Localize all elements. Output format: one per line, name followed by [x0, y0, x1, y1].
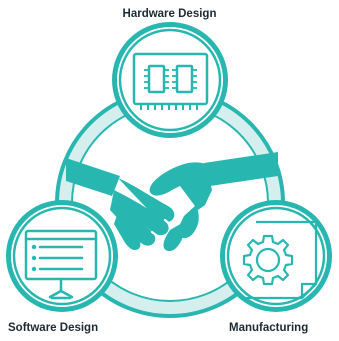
software-design-label: Software Design	[8, 322, 99, 334]
monitor-list-icon	[24, 229, 98, 300]
gear-document-icon	[242, 220, 318, 300]
handshake-icon	[66, 152, 278, 251]
software-node	[6, 200, 118, 312]
manufacturing-label: Manufacturing	[229, 322, 309, 334]
circuit-board-icon	[132, 52, 209, 110]
hardware-node	[112, 22, 228, 138]
hardware-design-label: Hardware Design	[122, 8, 217, 20]
